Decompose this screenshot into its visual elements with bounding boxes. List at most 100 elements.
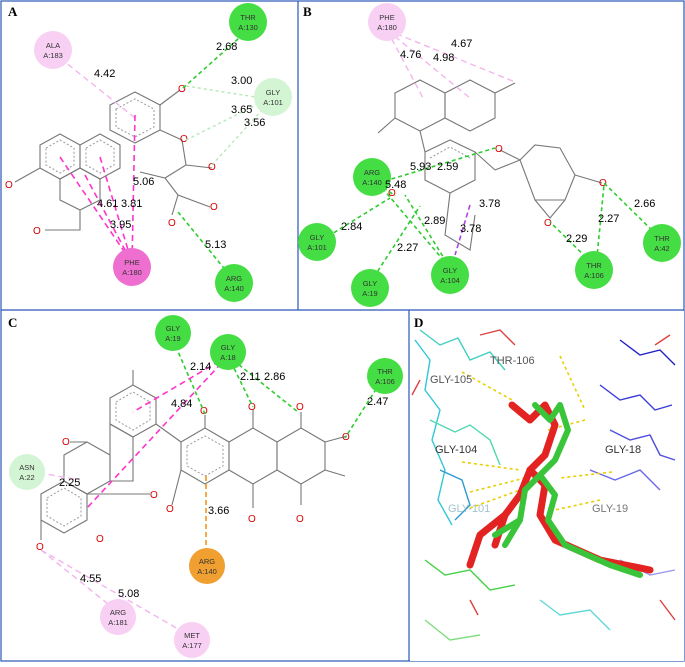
panel-c-label: C <box>8 315 17 330</box>
residue-gly-18: GLY A:18 <box>210 334 246 370</box>
residue-thr-106: THR A:106 <box>367 358 403 394</box>
residue-thr-42: THR A:42 <box>643 224 681 262</box>
svg-text:PHE: PHE <box>124 258 139 267</box>
svg-text:A:101: A:101 <box>263 98 283 107</box>
residue-arg-140: ARG A:140 <box>215 264 253 302</box>
residue-asn-22: ASN A:22 <box>9 454 45 490</box>
svg-text:A:180: A:180 <box>122 268 142 277</box>
svg-text:O: O <box>36 542 44 553</box>
svg-text:GLY: GLY <box>266 88 280 97</box>
residue-thr-106: THR A:106 <box>575 251 613 289</box>
svg-text:PHE: PHE <box>379 13 394 22</box>
distance-label: 2.29 <box>566 233 587 245</box>
svg-text:THR: THR <box>377 367 393 376</box>
residue-phe-180: PHE A:180 <box>113 248 151 286</box>
svg-text:A:106: A:106 <box>375 377 395 386</box>
distance-label: 3.95 <box>110 219 131 231</box>
residue-label: GLY-104 <box>435 444 477 456</box>
svg-text:O: O <box>495 144 503 155</box>
svg-text:O: O <box>5 180 13 191</box>
residue-gly-19: GLY A:19 <box>351 269 389 307</box>
panel-d-label: D <box>414 315 423 330</box>
distance-label: 4.84 <box>171 398 192 410</box>
distance-label: 5.06 <box>133 176 154 188</box>
residue-met-177: MET A:177 <box>174 622 210 658</box>
svg-text:O: O <box>208 162 216 173</box>
panel-c: C O O O O <box>8 315 403 658</box>
svg-text:O: O <box>599 178 607 189</box>
svg-text:A:19: A:19 <box>165 334 180 343</box>
distance-label: 3.66 <box>208 505 229 517</box>
distance-label: 5.48 <box>385 179 406 191</box>
distance-label: 4.67 <box>451 38 472 50</box>
svg-text:A:177: A:177 <box>182 641 202 650</box>
svg-text:O: O <box>168 218 176 229</box>
svg-text:A:140: A:140 <box>362 178 382 187</box>
svg-text:ARG: ARG <box>199 557 215 566</box>
svg-text:O: O <box>180 134 188 145</box>
svg-text:A:18: A:18 <box>220 353 235 362</box>
svg-text:GLY: GLY <box>363 279 377 288</box>
svg-text:THR: THR <box>654 234 670 243</box>
svg-text:A:101: A:101 <box>307 243 327 252</box>
svg-text:O: O <box>96 534 104 545</box>
distance-label: 2.11 <box>240 371 261 383</box>
svg-text:A:140: A:140 <box>197 567 217 576</box>
residue-gly-101: GLY A:101 <box>254 78 292 116</box>
residue-label: THR-106 <box>490 355 535 367</box>
svg-text:A:130: A:130 <box>238 23 258 32</box>
svg-text:A:19: A:19 <box>362 289 377 298</box>
svg-text:GLY: GLY <box>221 343 235 352</box>
residue-label: GLY-101 <box>448 503 490 515</box>
svg-text:ASN: ASN <box>19 463 34 472</box>
svg-text:O: O <box>248 402 256 413</box>
residue-thr-130: THR A:130 <box>229 3 267 41</box>
svg-text:A:140: A:140 <box>224 284 244 293</box>
svg-text:A:106: A:106 <box>584 271 604 280</box>
svg-text:A:181: A:181 <box>108 618 128 627</box>
panel-b-label: B <box>303 4 312 19</box>
ligand-green <box>492 402 643 578</box>
distance-label: 5.13 <box>205 239 226 251</box>
distance-label: 2.66 <box>634 198 655 210</box>
svg-text:A:180: A:180 <box>377 23 397 32</box>
distance-label: 2.84 <box>341 221 362 233</box>
residue-arg-181: ARG A:181 <box>100 599 136 635</box>
residue-gly-104: GLY A:104 <box>431 256 469 294</box>
svg-text:MET: MET <box>184 631 200 640</box>
distance-label: 4.55 <box>80 573 101 585</box>
distance-label: 2.68 <box>216 41 237 53</box>
svg-text:ARG: ARG <box>364 168 380 177</box>
svg-text:O: O <box>248 514 256 525</box>
svg-text:O: O <box>62 437 70 448</box>
distance-label: 4.61 <box>97 198 118 210</box>
distance-label: 2.47 <box>367 396 388 408</box>
svg-text:A:183: A:183 <box>43 51 63 60</box>
svg-text:O: O <box>544 218 552 229</box>
distance-label: 3.00 <box>231 75 252 87</box>
svg-text:A:104: A:104 <box>440 276 460 285</box>
residue-label: GLY-105 <box>430 374 472 386</box>
svg-text:O: O <box>296 402 304 413</box>
panel-b-molecule: O O O O <box>377 79 607 251</box>
residue-ala-183: ALA A:183 <box>34 31 72 69</box>
residue-arg-140: ARG A:140 <box>189 548 225 584</box>
distance-label: 3.78 <box>479 198 500 210</box>
distance-label: 3.78 <box>460 223 481 235</box>
svg-text:ARG: ARG <box>226 274 242 283</box>
panel-c-molecule: O O O O O O O O O O O <box>36 370 350 553</box>
panel-b: B O O O O <box>298 3 681 307</box>
svg-text:ALA: ALA <box>46 41 60 50</box>
distance-label: 2.27 <box>598 213 619 225</box>
distance-label: 2.27 <box>397 242 418 254</box>
svg-text:GLY: GLY <box>443 266 457 275</box>
panel-a-label: A <box>8 4 18 19</box>
svg-text:O: O <box>33 226 41 237</box>
residue-arg-140: ARG A:140 <box>353 158 391 196</box>
svg-text:O: O <box>178 84 186 95</box>
svg-text:A:22: A:22 <box>19 473 34 482</box>
svg-text:THR: THR <box>240 13 256 22</box>
svg-text:O: O <box>210 202 218 213</box>
distance-label: 5.93 <box>410 161 431 173</box>
